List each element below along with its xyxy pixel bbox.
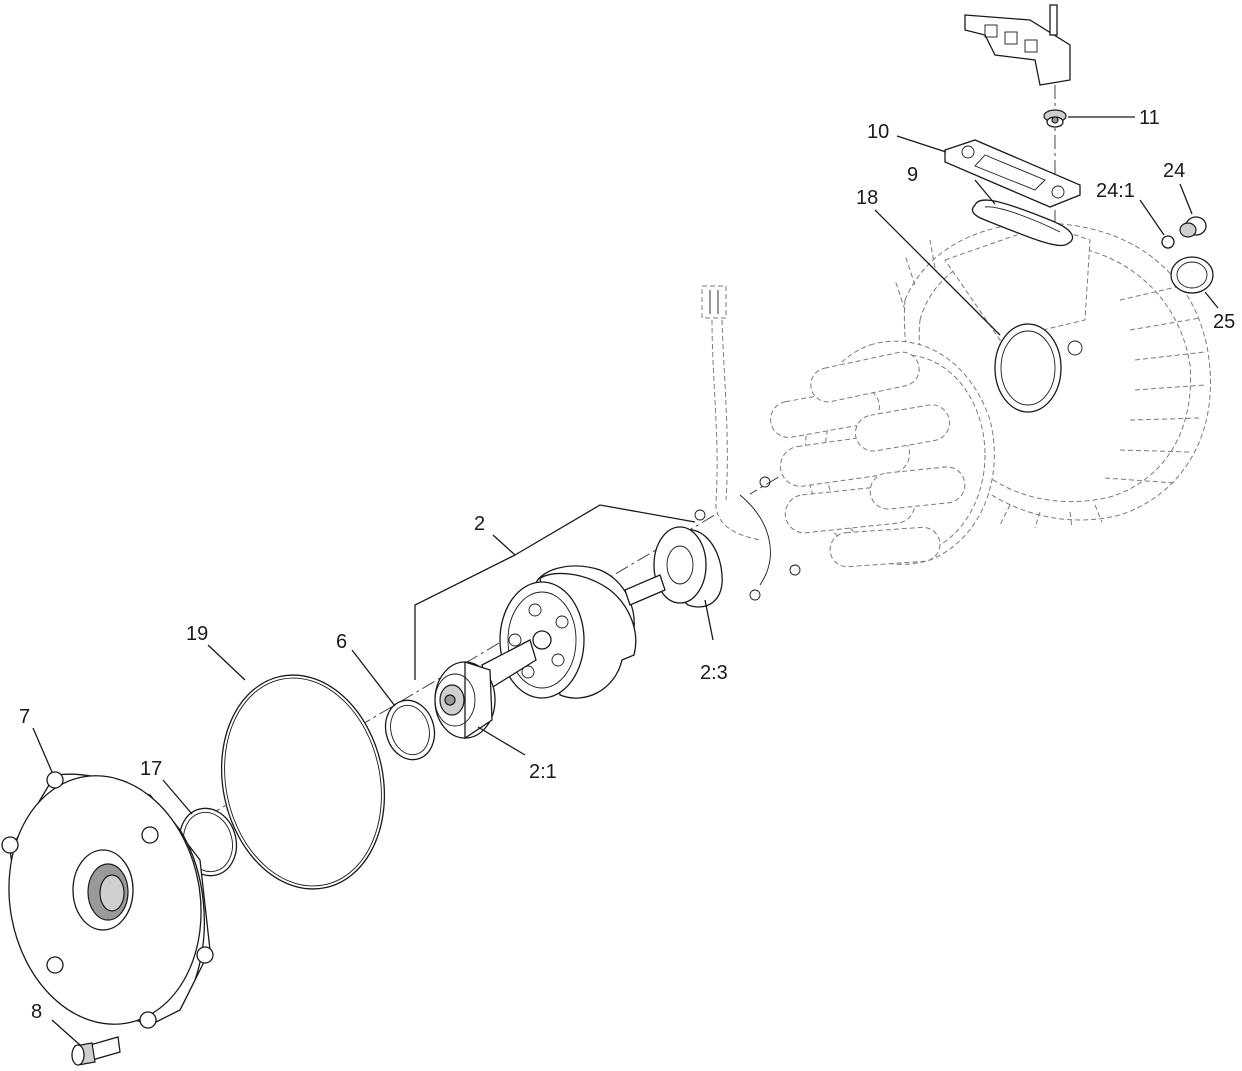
callout-19: 19 [186, 623, 208, 645]
callout-25: 25 [1213, 311, 1235, 333]
callout-10: 10 [867, 121, 889, 143]
grommet-11 [1043, 109, 1067, 128]
seal-25 [1170, 256, 1214, 294]
callout-2-1: 2:1 [529, 761, 557, 783]
bolt-8 [71, 1036, 121, 1066]
callout-2-3: 2:3 [700, 662, 728, 684]
o-ring-6 [384, 699, 436, 761]
callout-11: 11 [1139, 107, 1160, 129]
callout-6: 6 [336, 631, 347, 653]
rotor-2 [481, 565, 666, 699]
plug-24 [1179, 216, 1207, 238]
housing-fins [894, 239, 1206, 529]
bearing-2-3 [653, 526, 723, 608]
end-cover-7 [1, 771, 214, 1029]
cover-plate-10 [944, 139, 1081, 208]
terminal-bracket [964, 4, 1071, 86]
callout-9: 9 [907, 164, 918, 186]
callout-17: 17 [140, 758, 162, 780]
bearing-2-1 [434, 661, 496, 740]
callout-labels: 2 2:1 2:3 6 7 8 9 10 11 17 18 19 24 24:1… [19, 107, 1235, 1023]
stator [694, 285, 995, 601]
o-ring-19 [220, 674, 386, 890]
callout-2: 2 [474, 513, 485, 535]
gasket-9 [971, 199, 1074, 247]
callout-18: 18 [856, 187, 878, 209]
callout-24-1: 24:1 [1096, 180, 1135, 202]
o-ring-24-1 [1161, 235, 1175, 249]
callout-7: 7 [19, 706, 30, 728]
leader-lines [32, 116, 1219, 1046]
stator-windings [770, 351, 966, 568]
callout-24: 24 [1163, 160, 1185, 182]
callout-8: 8 [31, 1001, 42, 1023]
